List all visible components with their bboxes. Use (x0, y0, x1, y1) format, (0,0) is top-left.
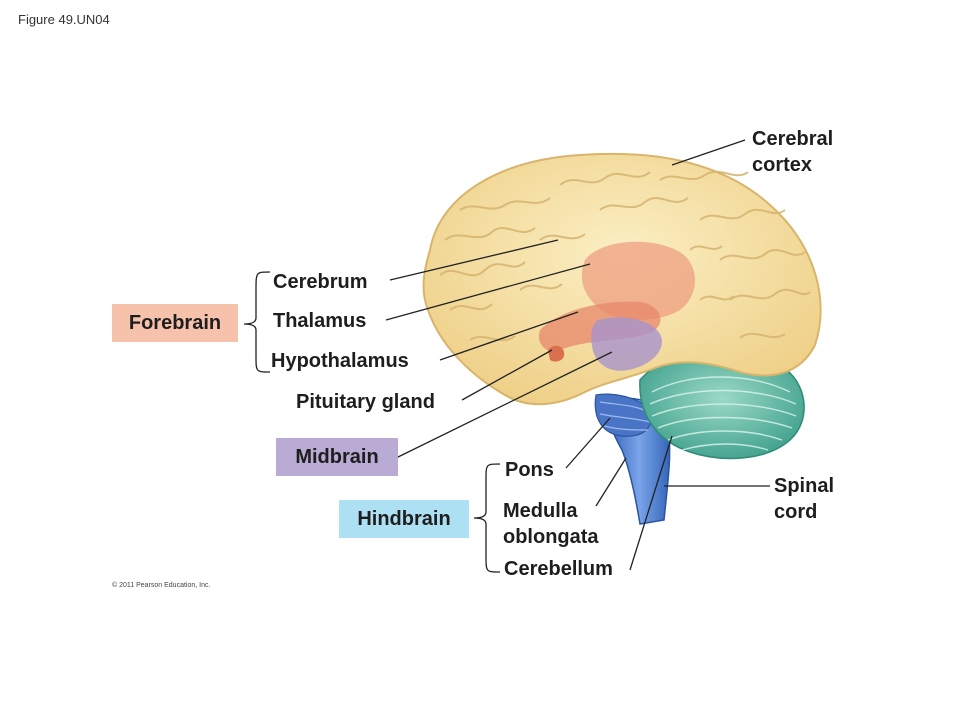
midbrain-box: Midbrain (276, 438, 398, 476)
label-thalamus: Thalamus (273, 310, 367, 332)
label-cerebrum: Cerebrum (273, 271, 368, 293)
pons (594, 393, 652, 437)
label-pons: Pons (505, 459, 554, 481)
midbrain-region (591, 317, 662, 371)
label-medulla-oblongata: Medulla oblongata (503, 500, 599, 548)
forebrain-box: Forebrain (112, 304, 238, 342)
label-spinal-cord: Spinal cord (774, 475, 835, 523)
label-hypothalamus: Hypothalamus (271, 350, 409, 372)
copyright-notice: © 2011 Pearson Education, Inc. (112, 582, 211, 589)
pituitary-gland-shape (548, 345, 565, 362)
figure-label: Figure 49.UN04 (18, 12, 110, 27)
label-cerebellum: Cerebellum (504, 558, 613, 580)
label-pituitary-gland: Pituitary gland (296, 391, 435, 413)
label-cerebral-cortex: Cerebral cortex (752, 128, 834, 176)
hindbrain-box: Hindbrain (339, 500, 469, 538)
thalamus-region (581, 241, 695, 320)
